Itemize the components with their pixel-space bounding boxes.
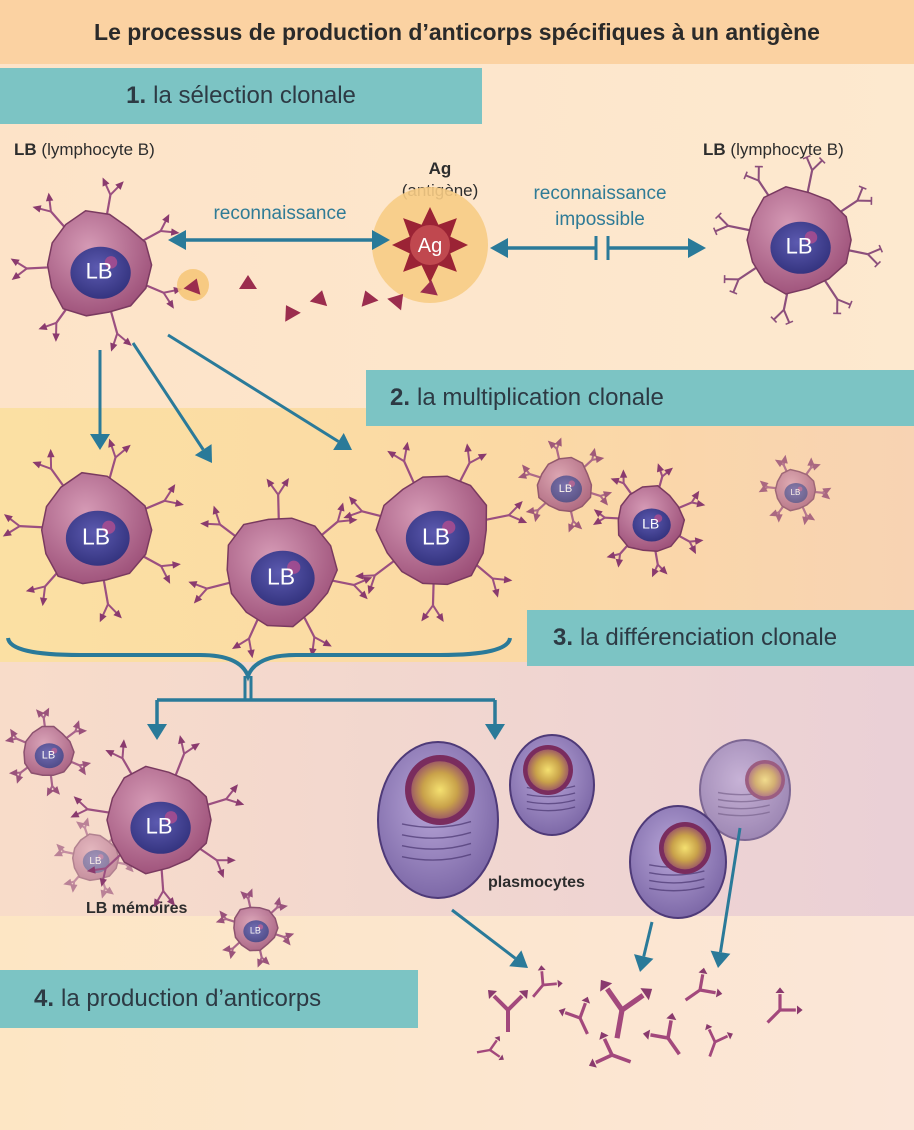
free-antibody-9 — [476, 1036, 504, 1061]
lb-cell-label: LB — [42, 750, 55, 762]
step-4-banner: 4. la production d’anticorps — [0, 970, 418, 1028]
step-2-label: la multiplication clonale — [417, 384, 664, 411]
lb-clone-small-2: LB — [592, 463, 706, 578]
arrow-to-clone-1 — [90, 350, 110, 450]
lb-clone-small-1: LB — [517, 437, 613, 533]
lb-clone-2: LB — [188, 478, 373, 659]
lb-cell-label: LB — [86, 259, 113, 284]
plasmocyte-3 — [699, 739, 791, 841]
plasmocyte-4 — [629, 805, 727, 919]
antigen-fragment-2 — [309, 290, 328, 307]
reconnaissance-arrow — [168, 230, 390, 250]
lb-cell-label: LB — [786, 234, 813, 259]
plasmocytes-label: plasmocytes — [488, 874, 585, 891]
antigen-fragment-4 — [387, 293, 404, 311]
lb-cell-label: LB — [250, 926, 261, 936]
free-antibody-1 — [532, 965, 563, 998]
lb-label-left: LB (lymphocyte B) — [14, 140, 155, 160]
step-2-banner: 2. la multiplication clonale — [366, 370, 914, 426]
lb-clone-1: LB — [2, 438, 184, 623]
lb-label-right-full: (lymphocyte B) — [730, 140, 844, 159]
reconnaissance-impossible-line1: reconnaissance — [533, 183, 667, 204]
plasmocyte-1 — [377, 741, 499, 899]
step-4-number: 4. — [34, 985, 55, 1012]
arrow-to-plasmocytes — [485, 700, 505, 740]
step-2-number: 2. — [390, 384, 411, 411]
ag-label-abbr: Ag — [428, 159, 452, 178]
antigen-fragment-3 — [361, 290, 379, 307]
lb-cell-label: LB — [422, 523, 450, 549]
lb-memory-3: LB — [70, 735, 245, 908]
free-antibody-3 — [600, 979, 653, 1039]
free-antibody-7 — [588, 1031, 632, 1068]
free-antibody-2 — [558, 996, 591, 1035]
free-antibody-8 — [766, 987, 803, 1024]
step-3-number: 3. — [553, 624, 574, 651]
free-antibody-5 — [684, 967, 723, 1002]
lb-cell-label: LB — [82, 523, 110, 549]
step-4-label: la production d’anticorps — [61, 985, 322, 1012]
step-3-banner: 3. la différenciation clonale — [527, 610, 914, 666]
step-1-banner: 1. la sélection clonale — [0, 68, 482, 124]
arrow-plasmocyte-1-antibodies — [451, 908, 528, 968]
lb-label-right-abbr: LB — [703, 140, 726, 159]
antigen: Ag — [372, 187, 488, 303]
brace-split-arrows — [157, 676, 495, 702]
antigen-fragment-5 — [420, 280, 438, 296]
lb-clone-3: LB — [343, 441, 528, 623]
bound-antigen — [183, 278, 201, 295]
lb-cell-label: LB — [89, 856, 102, 867]
arrow-to-clone-2 — [131, 342, 212, 463]
free-antibody-4 — [642, 1012, 681, 1056]
plasmocyte-2 — [509, 734, 595, 836]
step-1-number: 1. — [126, 82, 147, 109]
antigen-fragment-0 — [239, 275, 257, 289]
clone-brace — [6, 637, 512, 682]
reconnaissance-impossible-line2: impossible — [555, 209, 645, 230]
step-3-label: la différenciation clonale — [580, 624, 838, 651]
page-title: Le processus de production d’anticorps s… — [0, 0, 914, 64]
reconnaissance-impossible-arrow — [490, 236, 706, 260]
lb-cell-label: LB — [642, 516, 659, 532]
arrow-to-memory-cells — [147, 700, 167, 740]
lb-memory-1: LB — [4, 707, 92, 797]
reconnaissance-impossible-label: reconnaissance impossible — [505, 181, 695, 233]
arrow-plasmocyte-3-antibodies — [710, 827, 742, 968]
lb-cell-label: LB — [559, 483, 572, 495]
lb-label-right: LB (lymphocyte B) — [703, 140, 844, 160]
antigen-fragment-1 — [285, 305, 301, 322]
lb-memoires-label: LB mémoires — [86, 900, 188, 917]
lb-cell-nonspecific: LB — [712, 154, 884, 326]
lb-cell-label: LB — [146, 814, 173, 839]
lb-clone-small-3: LB — [758, 454, 832, 526]
step-1-label: la sélection clonale — [153, 82, 356, 109]
reconnaissance-label: reconnaissance — [213, 203, 347, 224]
lb-cell-label: LB — [791, 488, 801, 497]
arrow-to-clone-3 — [167, 333, 352, 450]
antigen-label: Ag — [418, 235, 442, 257]
free-antibody-0 — [488, 990, 528, 1032]
lb-label-left-abbr: LB — [14, 140, 37, 159]
arrow-plasmocyte-4-antibodies — [634, 921, 654, 972]
lb-cell-selected: LB — [10, 177, 183, 352]
free-antibody-6 — [705, 1024, 733, 1057]
lb-cell-label: LB — [267, 563, 295, 589]
lb-label-left-full: (lymphocyte B) — [41, 140, 155, 159]
lb-memory-4: LB — [215, 888, 295, 968]
